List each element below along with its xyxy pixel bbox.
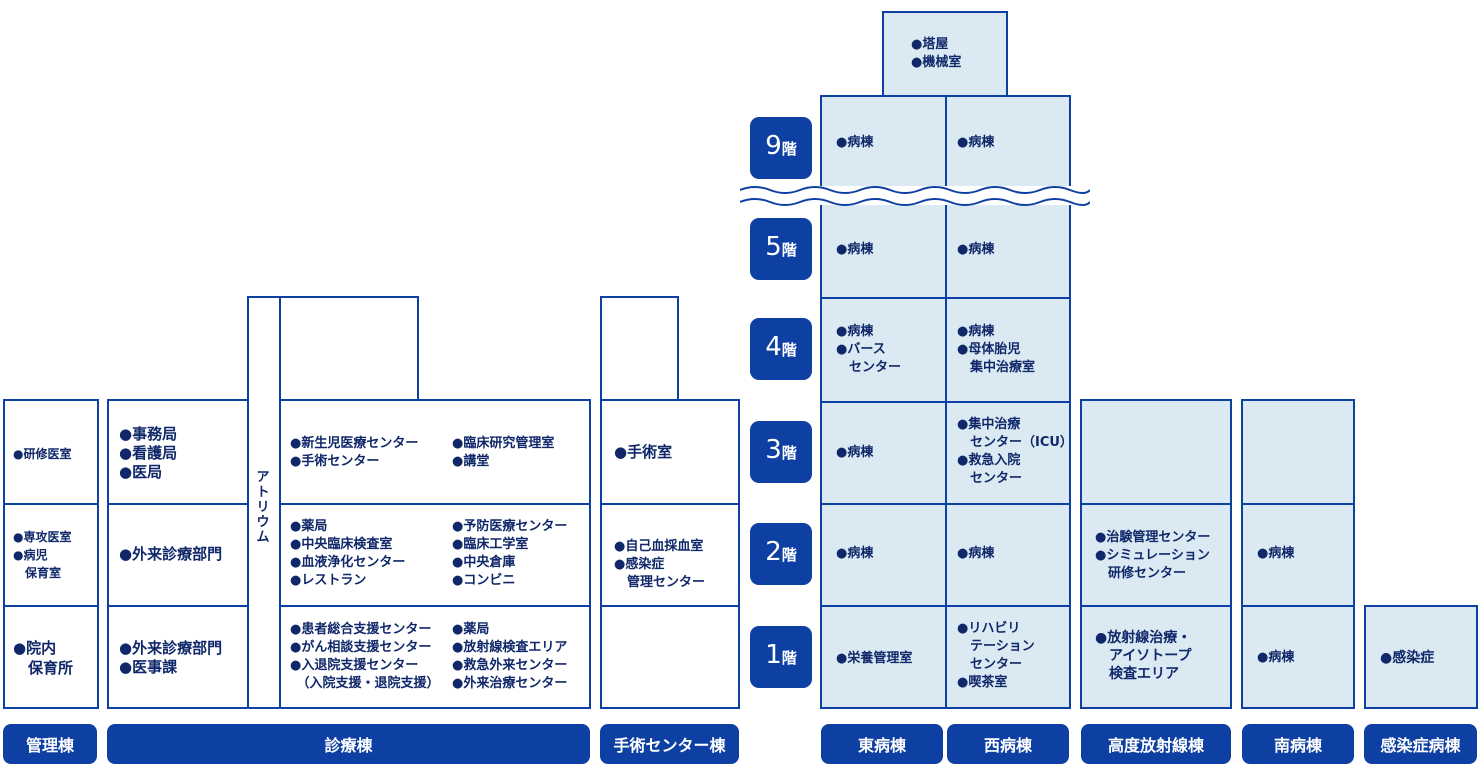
radiation-2f-cell [1080, 503, 1232, 607]
east-4f-label: ●病棟 ●バース センター [836, 324, 902, 375]
infectious-1f-label: ●感染症 [1380, 650, 1435, 666]
surgery-4f-cell [600, 296, 679, 402]
admin-1f-cell [3, 605, 99, 709]
west-1f-label: ●リハビリ テーション センター ●喫茶室 [957, 621, 1035, 690]
radiation-3f-cell [1080, 399, 1232, 505]
clinic-b-2f-cell [279, 503, 591, 607]
west-9f-label: ●病棟 [957, 135, 995, 150]
building-label-surgery: 手術センター棟 [600, 724, 739, 764]
west-4f-cell [945, 297, 1071, 403]
surgery-2f-label: ●自己血採血室 ●感染症 管理センター [614, 539, 706, 590]
west-3f-label: ●集中治療 センター（ICU） ●救急入院 センター [957, 417, 1073, 486]
east-3f-cell [820, 401, 947, 505]
building-label-south: 南病棟 [1242, 724, 1354, 764]
atrium-label: アトリウム [256, 470, 270, 545]
clinic-a-1f-cell [107, 605, 249, 709]
east-2f-cell [820, 503, 947, 607]
west-2f-cell [945, 503, 1071, 607]
surgery-1f-cell [600, 605, 740, 709]
west-5f-label: ●病棟 [957, 242, 995, 257]
building-label-radiation: 高度放射線棟 [1081, 724, 1231, 764]
surgery-3f-cell [600, 399, 740, 505]
radiation-1f-cell [1080, 605, 1232, 709]
clinic-b-3f-left-label: ●新生児医療センター ●手術センター [290, 436, 419, 469]
admin-3f-label: ●研修医室 [13, 447, 72, 461]
south-1f-label: ●病棟 [1257, 650, 1295, 665]
clinic-b-4f-cell [279, 296, 419, 402]
building-label-east: 東病棟 [821, 724, 943, 764]
west-4f-label: ●病棟 ●母体胎児 集中治療室 [957, 324, 1036, 375]
east-1f-label: ●栄養管理室 [836, 651, 913, 666]
south-3f-cell [1241, 399, 1355, 505]
south-1f-cell [1241, 605, 1355, 709]
clinic-a-1f-label: ●外来診療部門 ●医事課 [119, 639, 223, 676]
clinic-b-1f-cell [279, 605, 591, 709]
clinic-b-2f-left-label: ●薬局 ●中央臨床検査室 ●血液浄化センター ●レストラン [290, 519, 406, 588]
clinic-a-3f-label: ●事務局 ●看護局 ●医局 [119, 425, 178, 481]
building-label-infectious: 感染症病棟 [1364, 724, 1477, 764]
clinic-b-1f-right-label: ●薬局 ●放射線検査エリア ●救急外来センター ●外来治療センター [452, 622, 568, 691]
radiation-2f-label: ●治験管理センター ●シミュレーション 研修センター [1095, 530, 1211, 581]
west-1f-cell [945, 605, 1071, 709]
floor-break-wave [740, 186, 1090, 206]
building-label-clinical: 診療棟 [107, 724, 590, 764]
radiation-1f-label: ●放射線治療・ アイソトープ 検査エリア [1095, 630, 1192, 682]
admin-1f-label: ●院内 保育所 [13, 639, 74, 677]
clinic-a-2f-label: ●外来診療部門 [119, 545, 223, 563]
east-5f-label: ●病棟 [836, 242, 874, 257]
east-3f-label: ●病棟 [836, 445, 874, 460]
clinic-b-2f-right-label: ●予防医療センター ●臨床工学室 ●中央倉庫 ●コンビニ [452, 519, 568, 588]
building-label-west: 西病棟 [947, 724, 1069, 764]
west-3f-cell [945, 401, 1071, 505]
east-9f-label: ●病棟 [836, 135, 874, 150]
penthouse-label: ●塔屋 ●機械室 [911, 37, 962, 70]
admin-2f-label: ●専攻医室 ●病児 保育室 [13, 530, 72, 580]
clinic-b-1f-left-label: ●患者総合支援センター ●がん相談支援センター ●入退院支援センター （入院支援… [290, 622, 440, 691]
penthouse-cell [882, 11, 1008, 97]
south-2f-label: ●病棟 [1257, 546, 1295, 561]
building-label-admin: 管理棟 [3, 724, 97, 764]
admin-2f-cell [3, 503, 99, 607]
clinic-b-3f-right-label: ●臨床研究管理室 ●講堂 [452, 436, 555, 469]
admin-3f-cell [3, 399, 99, 505]
surgery-3f-label: ●手術室 [614, 443, 673, 461]
west-2f-label: ●病棟 [957, 546, 995, 561]
infectious-1f-cell [1364, 605, 1478, 709]
east-2f-label: ●病棟 [836, 546, 874, 561]
east-9f-cell [820, 95, 947, 192]
east-4f-cell [820, 297, 947, 403]
east-1f-cell [820, 605, 947, 709]
